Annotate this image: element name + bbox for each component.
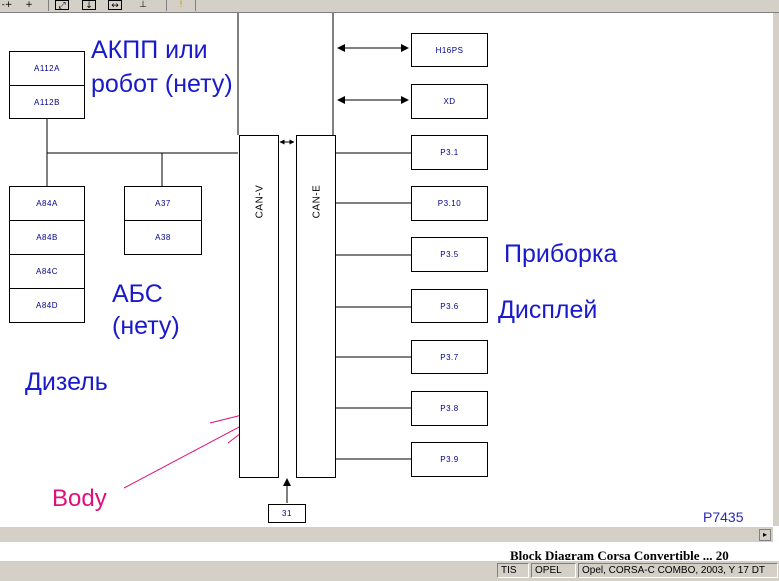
- node-a112b[interactable]: A112B: [9, 85, 85, 119]
- node-xd[interactable]: XD: [411, 84, 488, 119]
- fit-width-icon[interactable]: ↔: [108, 0, 122, 11]
- annotation-display: Дисплей: [498, 296, 598, 324]
- node-p3-9[interactable]: P3.9: [411, 442, 488, 477]
- scroll-right-icon[interactable]: ▸: [759, 529, 771, 541]
- diagram-lines: [46, 13, 411, 503]
- toolbar: -+ + ⤢ ↓ ↔ ⊥ !: [0, 0, 779, 13]
- node-p3-5[interactable]: P3.5: [411, 237, 488, 272]
- status-panel-vehicle: Opel, CORSA-C COMBO, 2003, Y 17 DT: [578, 563, 778, 578]
- info-icon[interactable]: !: [179, 0, 183, 10]
- node-p3-8[interactable]: P3.8: [411, 391, 488, 426]
- horizontal-scrollbar[interactable]: ▸: [0, 526, 773, 543]
- can-e-bus: CAN-E: [296, 135, 336, 478]
- node-a38[interactable]: A38: [124, 220, 202, 255]
- footer-title: Block Diagram Corsa Convertible ... 20: [510, 548, 729, 560]
- node-31[interactable]: 31: [268, 504, 306, 523]
- node-a84c[interactable]: A84C: [9, 254, 85, 289]
- annotation-body: Body: [52, 485, 107, 512]
- vertical-scrollbar[interactable]: [773, 13, 779, 526]
- toolbar-separator: [166, 0, 167, 11]
- status-bar: TIS OPEL Opel, CORSA-C COMBO, 2003, Y 17…: [0, 560, 779, 581]
- status-panel-tis: TIS: [497, 563, 529, 578]
- node-a84a[interactable]: A84A: [9, 186, 85, 221]
- annotation-akpp-line2: робот (нету): [91, 70, 233, 98]
- annotation-abs-line1: АБС: [112, 280, 163, 308]
- status-panel-opel: OPEL: [531, 563, 576, 578]
- diagram-code: P7435: [703, 509, 744, 525]
- annotation-abs-line2: (нету): [112, 312, 180, 340]
- annotation-akpp-line1: АКПП или: [91, 36, 208, 64]
- node-p3-1[interactable]: P3.1: [411, 135, 488, 170]
- node-p3-6[interactable]: P3.6: [411, 289, 488, 323]
- can-e-label: CAN-E: [311, 184, 323, 219]
- can-v-bus: CAN-V: [239, 135, 279, 478]
- can-v-label: CAN-V: [254, 184, 266, 219]
- toolbar-separator: [48, 0, 49, 11]
- node-a84d[interactable]: A84D: [9, 288, 85, 323]
- zoom-in-icon[interactable]: +: [25, 0, 33, 10]
- annotation-pribor: Приборка: [504, 240, 618, 268]
- node-a84b[interactable]: A84B: [9, 220, 85, 255]
- node-a37[interactable]: A37: [124, 186, 202, 221]
- annotation-diesel: Дизель: [25, 368, 108, 396]
- measure-icon[interactable]: ⊥: [139, 0, 147, 10]
- node-p3-7[interactable]: P3.7: [411, 340, 488, 374]
- node-a112a[interactable]: A112A: [9, 51, 85, 86]
- node-p3-10[interactable]: P3.10: [411, 186, 488, 221]
- fit-window-icon[interactable]: ⤢: [55, 0, 69, 11]
- footer-strip: Block Diagram Corsa Convertible ... 20: [0, 542, 779, 560]
- zoom-out-icon[interactable]: -+: [1, 0, 13, 10]
- diagram-canvas: CAN-V CAN-E A112A A112B A84A A84B A84C A…: [0, 13, 774, 526]
- fit-down-icon[interactable]: ↓: [82, 0, 96, 11]
- toolbar-separator: [195, 0, 196, 11]
- node-h16ps[interactable]: H16PS: [411, 33, 488, 67]
